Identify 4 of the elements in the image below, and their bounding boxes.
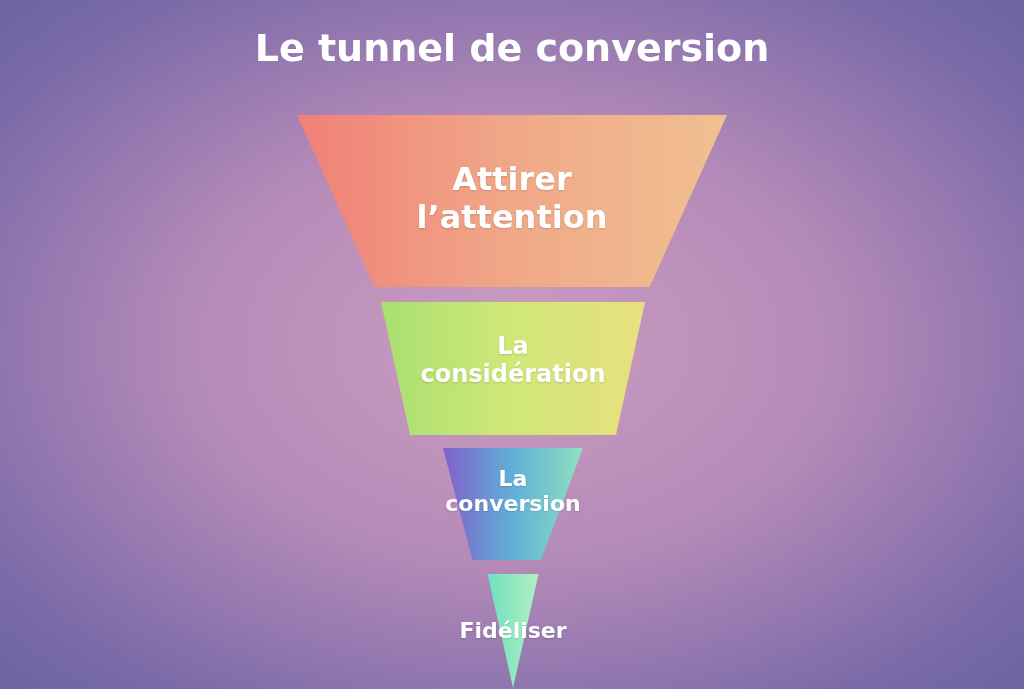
- diagram-title: Le tunnel de conversion: [253, 26, 771, 70]
- stage-label: Attirer l’attention: [415, 160, 609, 236]
- stage-label: La considération: [419, 332, 607, 388]
- stage-label: La conversion: [444, 466, 582, 516]
